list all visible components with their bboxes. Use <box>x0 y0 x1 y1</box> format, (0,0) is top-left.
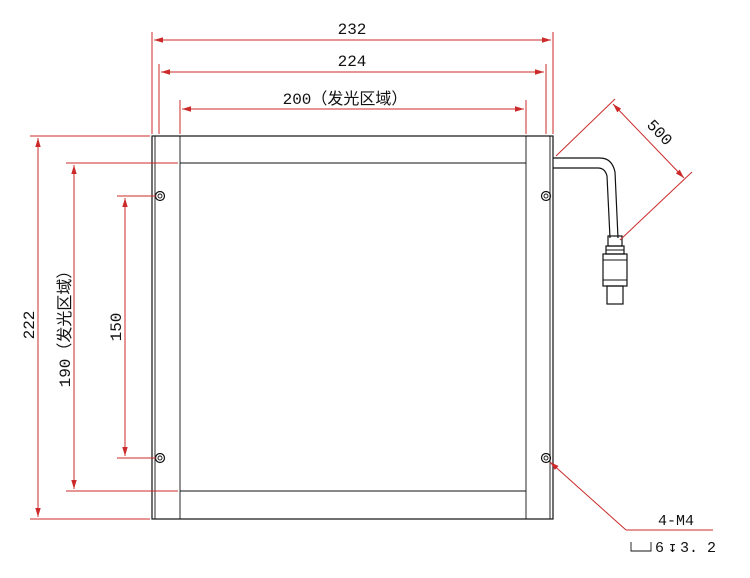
dim-cable-length-label: 500 <box>642 117 675 150</box>
dim-width-mid-label: 224 <box>338 53 367 71</box>
hole-callout: 4-M4 6 ↧ 3. 2 <box>549 461 716 557</box>
cable-lower <box>553 167 611 239</box>
light-panel <box>151 135 554 520</box>
callout-thread-label: 4-M4 <box>658 513 694 530</box>
dim-width-outer-label: 232 <box>338 21 367 39</box>
dim-height-light: 190（发光区域） <box>56 162 178 492</box>
dim-height-outer: 222 <box>21 135 150 520</box>
dim-height-outer-label: 222 <box>21 311 39 340</box>
panel-outline <box>151 135 554 520</box>
depth-symbol-icon: ↧ <box>668 540 677 557</box>
mounting-hole-top-right <box>540 190 552 202</box>
counterbore-icon <box>630 542 652 552</box>
mounting-hole-top-left <box>154 190 166 202</box>
mounting-hole-bottom-left <box>154 452 166 464</box>
mounting-hole-bottom-right <box>540 452 552 464</box>
cable-assembly <box>553 157 628 305</box>
dim-hole-spacing-label: 150 <box>108 313 126 342</box>
dim-width-light-label: 200（发光区域） <box>283 90 408 109</box>
dim-width-mid: 224 <box>158 53 547 134</box>
dim-height-light-label: 190（发光区域） <box>56 263 75 388</box>
dim-width-outer: 232 <box>151 21 554 134</box>
callout-depth-label: 3. 2 <box>680 540 716 557</box>
dim-cable-length: 500 <box>555 98 693 241</box>
callout-counterbore-label: 6 <box>655 540 664 557</box>
dim-width-light: 200（发光区域） <box>179 90 527 134</box>
mounting-holes <box>154 190 552 464</box>
dim-hole-spacing: 150 <box>108 195 156 459</box>
connector <box>602 235 628 305</box>
